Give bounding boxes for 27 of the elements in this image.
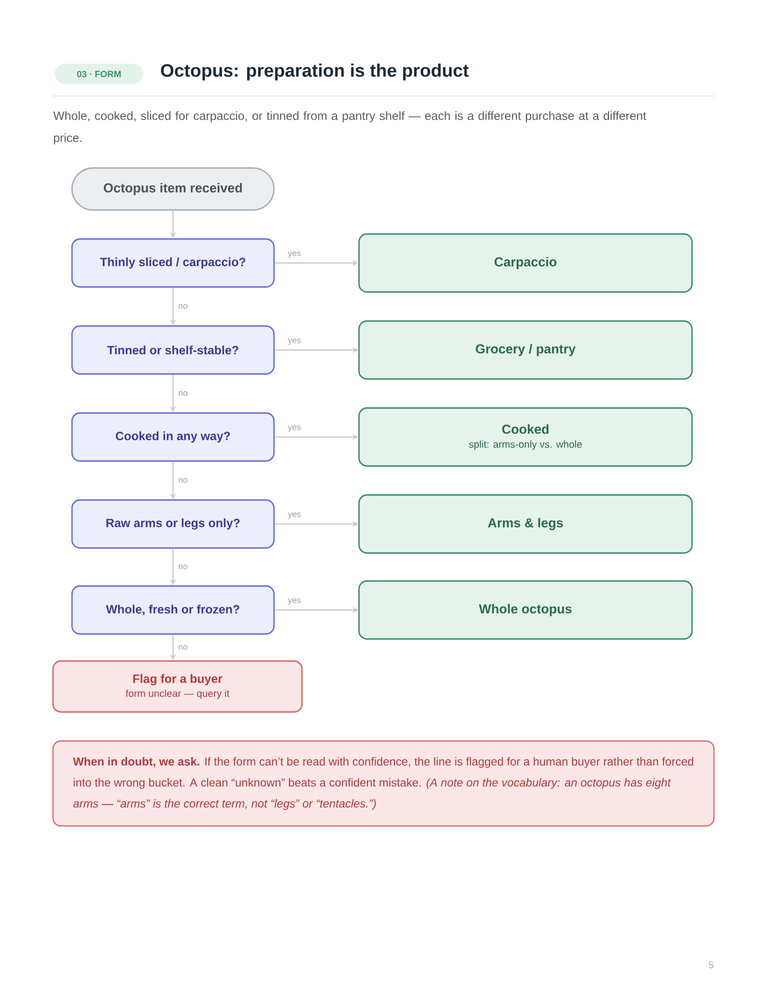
tag-pill: 03 · FORM bbox=[54, 64, 144, 84]
edge-label: yes bbox=[286, 511, 302, 520]
outcome-box: Carpaccio bbox=[358, 233, 693, 293]
decision-box: Tinned or shelf-stable? bbox=[71, 325, 275, 375]
decision-box: Raw arms or legs only? bbox=[71, 499, 275, 549]
outcome-box: Grocery / pantry bbox=[358, 320, 693, 380]
start-terminal: Octopus item received bbox=[71, 167, 275, 211]
flag-box: Flag for a buyer form unclear — query it bbox=[52, 660, 303, 713]
edge-label: no bbox=[177, 564, 189, 570]
decision-box: Cooked in any way? bbox=[71, 412, 275, 462]
edge-label: yes bbox=[286, 597, 302, 606]
page-number: 5 bbox=[708, 962, 714, 968]
intro-paragraph: Whole, cooked, sliced for carpaccio, or tinned from a pantry shelf — each is a different purchase at a different price. bbox=[53, 111, 646, 144]
note-box: When in doubt, we ask. If the form can’t be read with confidence, the line is flagged for a human buyer rather than forced into the wrong bucket. A clean “unknown” beats a confident mistake. (A note on the vocabulary: an octopus has eight arms — “arms” is the correct term, not “legs” or “tentacles.”) bbox=[52, 740, 715, 827]
edge-label: yes bbox=[286, 250, 302, 259]
decision-box: Whole, fresh or frozen? bbox=[71, 585, 275, 635]
edge-label: no bbox=[177, 477, 189, 484]
edge-label: no bbox=[177, 303, 189, 310]
edge-label: yes bbox=[286, 337, 302, 346]
outcome-box: Arms & legs bbox=[358, 494, 693, 554]
decision-box: Thinly sliced / carpaccio? bbox=[71, 238, 275, 288]
edge-label: no bbox=[177, 390, 189, 397]
page-title: Octopus: preparation is the product bbox=[160, 64, 469, 80]
edge-label: yes bbox=[286, 424, 302, 433]
outcome-box: Whole octopus bbox=[358, 580, 693, 640]
edge-label: no bbox=[177, 644, 189, 651]
outcome-box: Cooked split: arms-only vs. whole bbox=[358, 407, 693, 467]
